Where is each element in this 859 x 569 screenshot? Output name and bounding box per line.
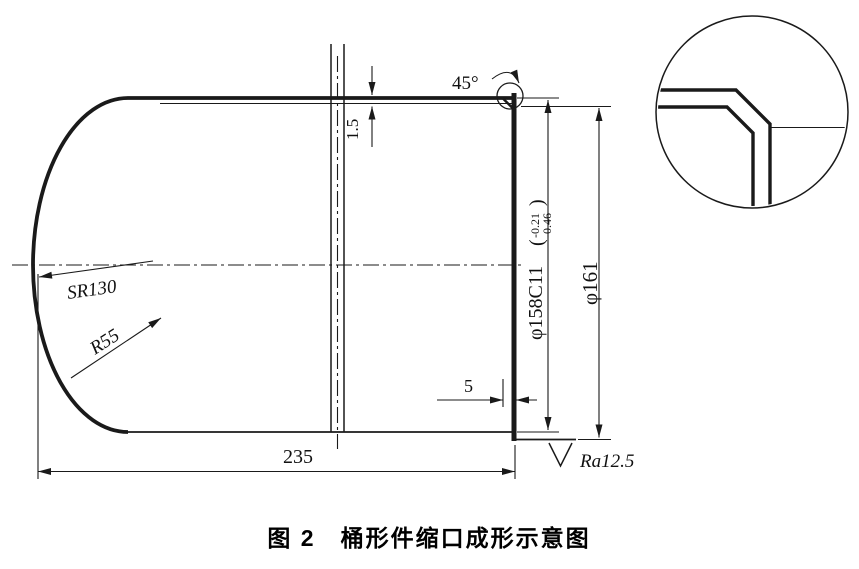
r55-label: R55 [85,325,123,360]
dia158-tolerance-upper: -0.21 [528,213,542,238]
sr130-label: SR130 [66,276,119,304]
caption: 图 2 桶形件缩口成形示意图 [267,525,590,551]
r55-leader [70,317,162,379]
sr130-leader [38,260,154,279]
dia161-label: φ161 [578,261,602,305]
roughness-symbol-icon [548,442,573,468]
main-view [12,44,576,449]
detail-balloon-circle [496,82,524,110]
part-dome-profile [31,96,129,434]
entry-chamfer-line [501,96,516,111]
detail-view [655,15,849,209]
dia158-tolerance-lower: -0.46 [540,213,554,238]
thickness-label: 1.5 [343,119,362,140]
dia158-label: φ158C11 [525,266,547,340]
dimensions: 45° 1.5 φ158C11 ( -0.21 -0.46 ) φ161 SR1… [37,66,634,479]
detail-view-content [658,88,846,206]
dia158-label-group: φ158C11 ( -0.21 -0.46 ) [525,199,554,340]
figure-caption: 图 2 桶形件缩口成形示意图 [267,525,590,551]
dia158-tolerance-paren-close: ) [526,199,548,206]
detail-inner-contour [658,105,755,206]
dia158-tolerance-paren-open: ( [526,239,548,246]
gap5-label: 5 [464,376,473,396]
detail-outer-contour [658,88,772,206]
angle-leader [491,69,520,84]
length235-label: 235 [283,446,313,468]
angle-45-label: 45° [452,73,479,94]
roughness-label: Ra12.5 [579,451,634,472]
detail-view-circle [655,15,849,209]
